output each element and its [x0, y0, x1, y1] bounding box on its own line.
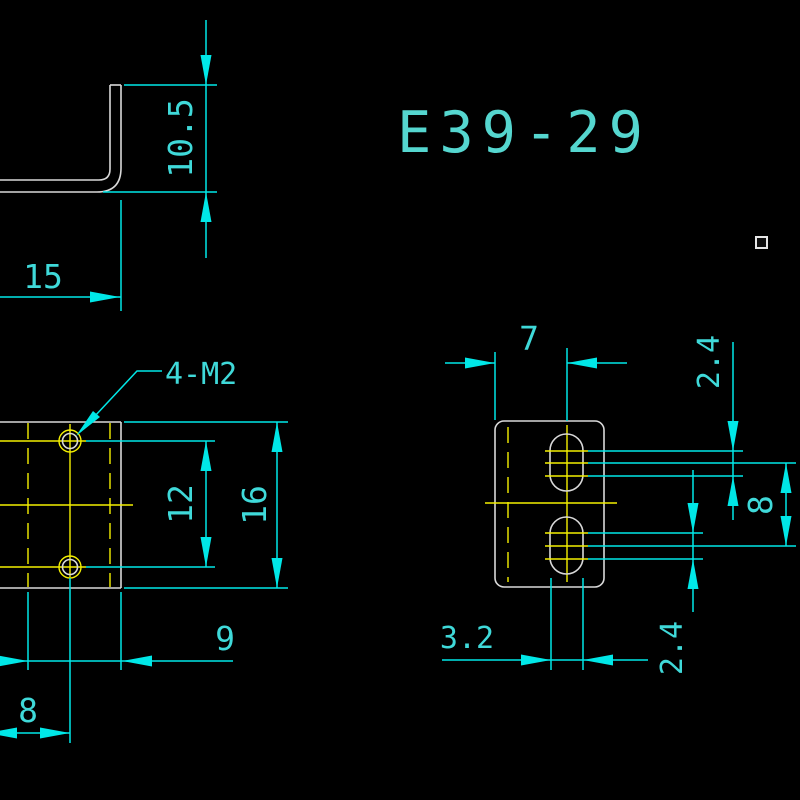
dim-edge-to-slot[interactable]: 7	[445, 319, 627, 421]
arrowhead-down	[687, 503, 699, 533]
dim-text-2-4-top: 2.4	[692, 335, 727, 389]
part-outline	[494, 420, 605, 588]
arrowhead-down	[271, 558, 283, 588]
arrowhead-down	[200, 537, 212, 567]
grip-square[interactable]	[755, 236, 768, 249]
dim-text-15: 15	[23, 257, 63, 296]
arrowhead-right	[90, 291, 120, 303]
arrowhead-up	[727, 476, 739, 506]
dim-slot-pitch[interactable]: 8	[741, 463, 792, 546]
arrowhead-right	[40, 727, 70, 739]
upper-hole-thread-circle	[58, 429, 82, 453]
arrowhead-right	[521, 654, 551, 666]
arrowhead-up	[687, 559, 699, 589]
leader-arrowhead	[76, 411, 100, 436]
dim-text-10-5: 10.5	[161, 98, 200, 177]
arrowhead-left	[567, 357, 597, 369]
hole-callout-leader[interactable]: 4-M2	[76, 357, 237, 436]
front-view[interactable]: 4-M2 12 16 9	[0, 357, 288, 743]
arrowhead-left	[0, 727, 17, 739]
bracket-inner-profile	[0, 85, 111, 181]
dim-text-9: 9	[215, 619, 235, 658]
dim-text-7: 7	[519, 319, 539, 358]
arrowhead-left	[122, 655, 152, 667]
arrowhead-down	[727, 421, 739, 451]
leader-line	[79, 370, 162, 433]
dim-text-12: 12	[161, 484, 200, 524]
dim-edge-distance[interactable]: 9	[0, 592, 235, 670]
arrowhead-left	[583, 654, 613, 666]
dim-text-16: 16	[235, 485, 274, 525]
arrowhead-up	[200, 441, 212, 471]
dim-lower-slot-straight[interactable]: 2.4	[655, 470, 699, 675]
callout-text-4-M2: 4-M2	[165, 357, 237, 392]
dim-flange-height[interactable]: 10.5	[103, 20, 217, 258]
dim-hole-offset[interactable]: 8	[0, 578, 71, 743]
arrowhead-up	[200, 192, 212, 222]
side-view[interactable]: 10.5 15	[0, 20, 217, 311]
part-number-title: E39-29	[397, 100, 651, 166]
arrowhead-right	[465, 357, 495, 369]
arrowhead-up	[780, 463, 792, 493]
arrowhead-right	[0, 655, 28, 667]
arrowhead-up	[271, 422, 283, 452]
dim-overall-height[interactable]: 16	[124, 421, 288, 589]
dim-hole-pitch[interactable]: 12	[86, 440, 215, 568]
end-view[interactable]: 7 2.4 8 2.4 3.2	[440, 319, 796, 675]
dim-upper-slot-straight[interactable]: 2.4	[692, 335, 739, 520]
lower-hole-drill-circle	[61, 558, 79, 576]
bracket-outer-profile	[0, 85, 122, 193]
dim-text-8: 8	[18, 691, 38, 730]
dim-slot-width[interactable]: 3.2	[440, 578, 648, 670]
dim-text-8-right: 8	[741, 495, 780, 515]
dim-text-2-4-bottom: 2.4	[655, 621, 690, 675]
dim-text-3-2: 3.2	[440, 621, 494, 656]
arrowhead-down	[780, 516, 792, 546]
dim-base-length[interactable]: 15	[0, 200, 122, 311]
upper-hole-drill-circle	[61, 432, 79, 450]
arrowhead-down	[200, 55, 212, 85]
